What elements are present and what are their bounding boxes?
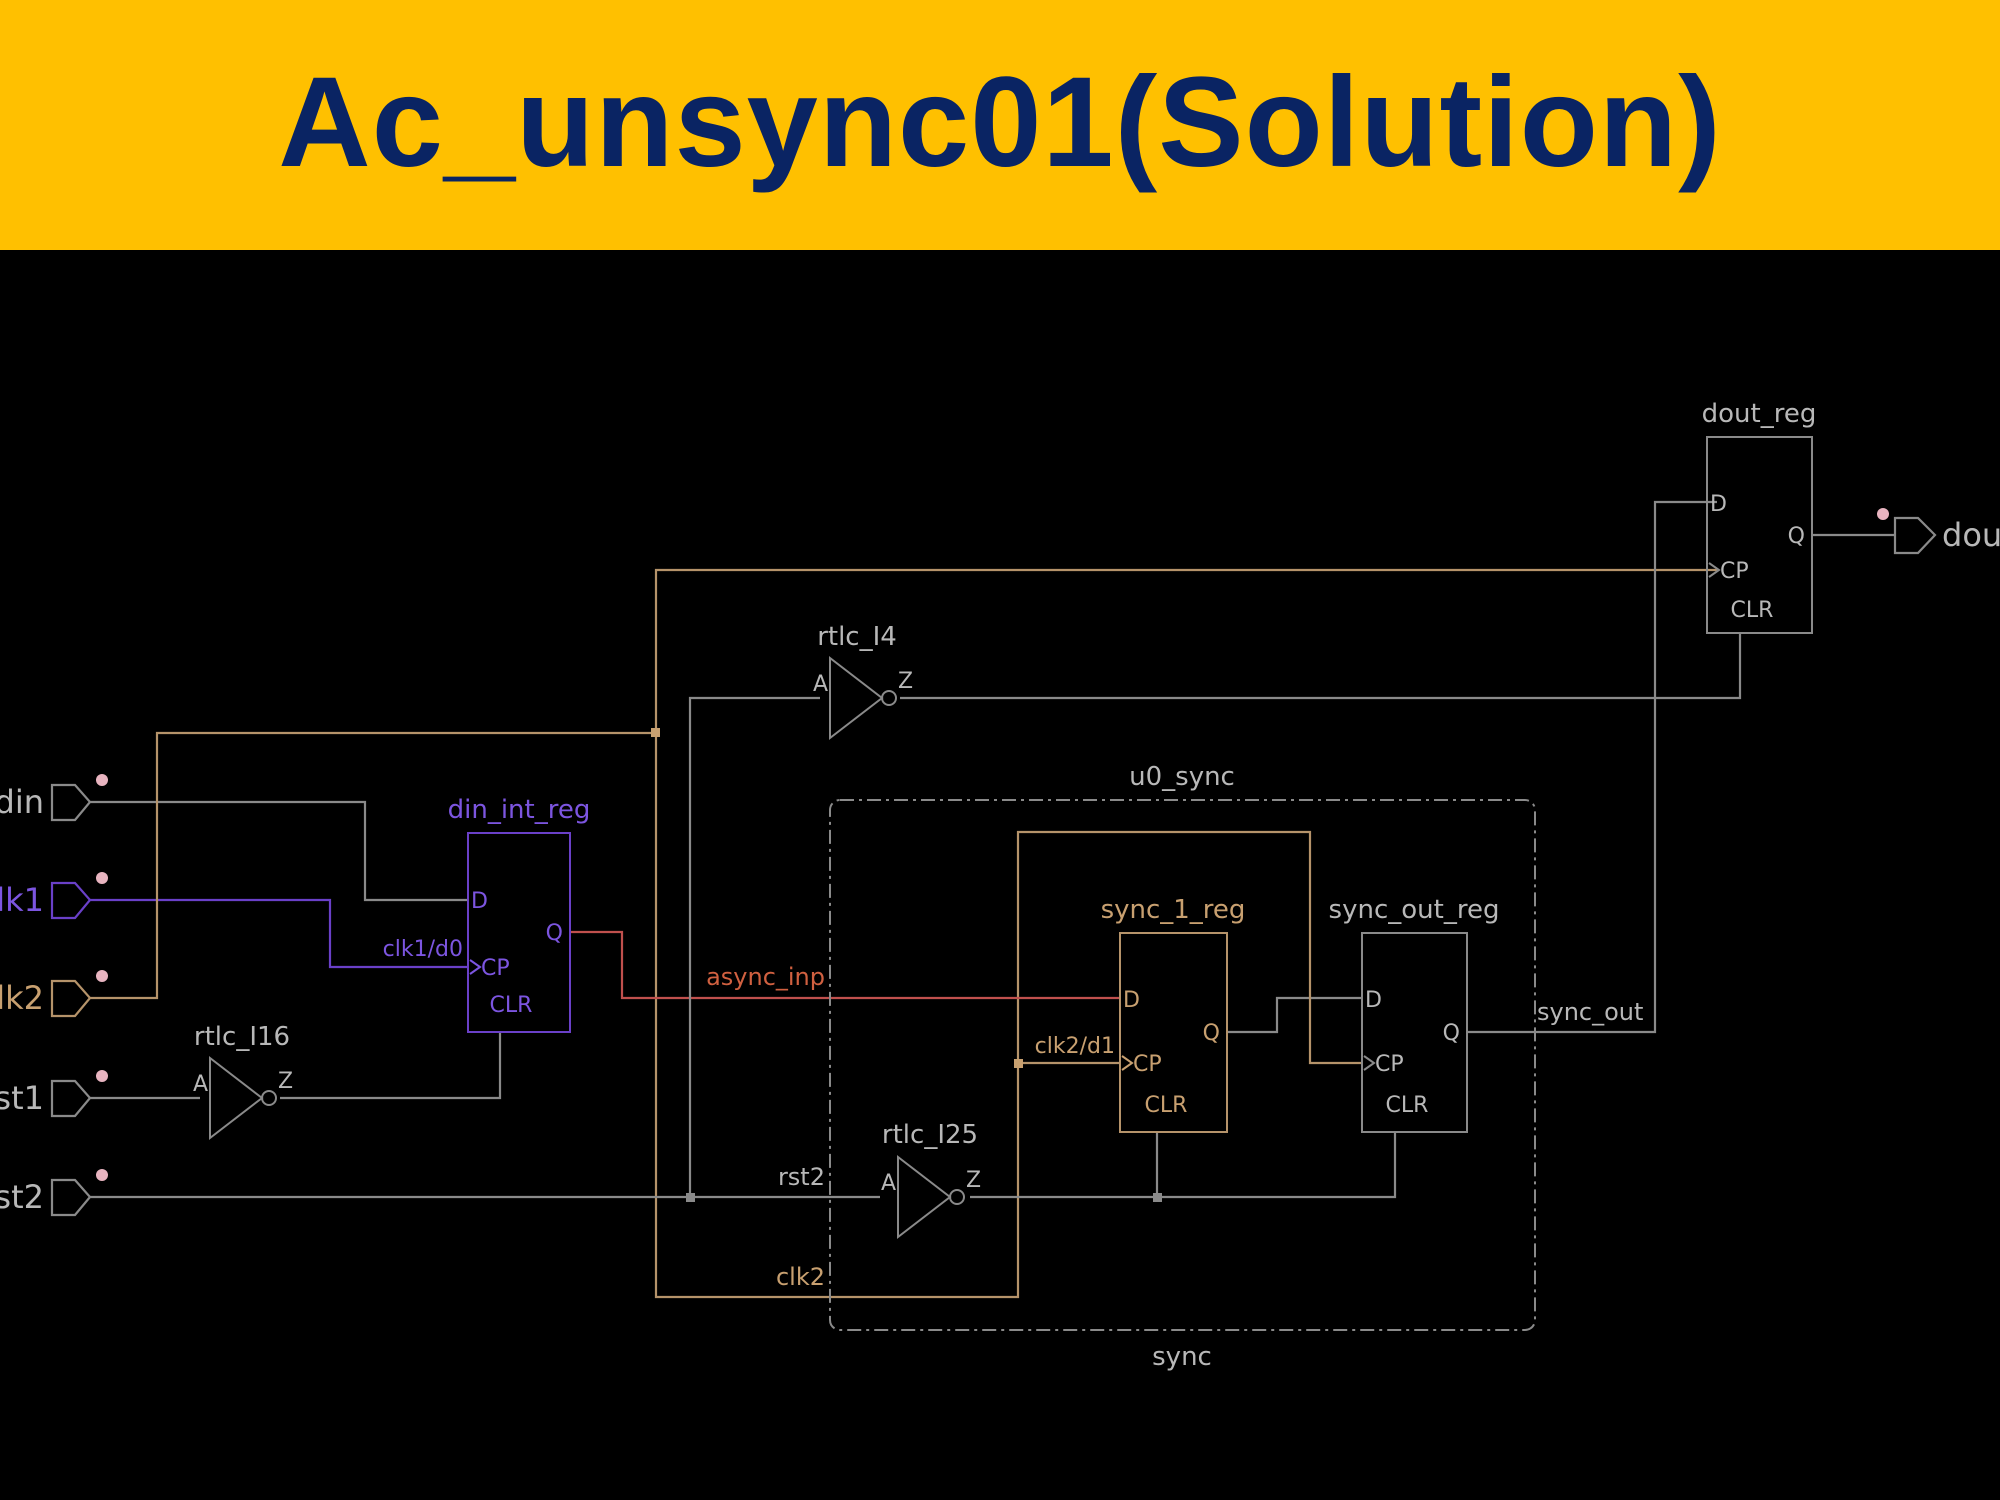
slide-title: Ac_unsync01(Solution) <box>278 50 1722 194</box>
net-rst2: rst2 <box>778 1163 825 1191</box>
port-rst1-symbol[interactable] <box>50 1079 92 1118</box>
wire-din <box>90 800 468 902</box>
port-din-symbol[interactable] <box>50 783 92 822</box>
wire-clk2 <box>90 568 1717 1299</box>
rtlc-i4-label: rtlc_I4 <box>817 622 897 652</box>
u0-sync-block[interactable] <box>829 799 1536 1331</box>
net-clk1-d0: clk1/d0 <box>383 937 463 962</box>
port-dout-label: dout <box>1942 516 2000 554</box>
din-int-reg[interactable] <box>467 832 571 1033</box>
dout-reg[interactable] <box>1706 436 1813 634</box>
rtlc-i4-gate[interactable] <box>829 655 884 741</box>
rtlc-i25-bubble <box>949 1189 965 1205</box>
sync-out-reg-clock-marker <box>1363 1055 1376 1071</box>
din-int-reg-q-pin: Q <box>546 921 563 946</box>
sync-out-reg-d-pin: D <box>1365 988 1382 1013</box>
net-clk2-d1: clk2/d1 <box>1035 1034 1115 1059</box>
sync-out-reg-cp-pin: CP <box>1375 1052 1404 1077</box>
wire-sync-out <box>1467 500 1717 1034</box>
sync-1-reg-d-pin: D <box>1123 988 1140 1013</box>
din-int-reg-label: din_int_reg <box>448 795 591 825</box>
rtlc-i16-label: rtlc_I16 <box>194 1022 290 1052</box>
title-banner: Ac_unsync01(Solution) <box>0 0 2000 250</box>
din-int-reg-d-pin: D <box>471 889 488 914</box>
rtlc-i25-z-pin: Z <box>966 1168 981 1193</box>
dout-reg-d-pin: D <box>1710 492 1727 517</box>
rtlc-i25-gate[interactable] <box>897 1154 952 1240</box>
din-int-reg-cp-pin: CP <box>481 956 510 981</box>
net-clk2: clk2 <box>776 1263 825 1291</box>
sync-out-reg-label: sync_out_reg <box>1329 895 1500 925</box>
wire-rst1 <box>90 1032 502 1100</box>
rtlc-i16-a-pin: A <box>193 1072 208 1097</box>
sync-out-reg-clr-pin: CLR <box>1386 1093 1429 1118</box>
sync-1-reg-label: sync_1_reg <box>1101 895 1246 925</box>
rtlc-i16-z-pin: Z <box>278 1069 293 1094</box>
sync-module-label: sync <box>1152 1342 1212 1372</box>
u0-sync-label: u0_sync <box>1129 762 1235 792</box>
rtlc-i16-bubble <box>261 1090 277 1106</box>
sync-1-reg[interactable] <box>1119 932 1228 1133</box>
port-clk2-label: clk2 <box>0 979 44 1017</box>
wire-sync1-q <box>1227 996 1362 1034</box>
wire-async-inp <box>570 930 1120 1000</box>
net-sync-out: sync_out <box>1537 998 1643 1026</box>
rtlc-i4-a-pin: A <box>813 672 828 697</box>
port-rst2-label: rst2 <box>0 1178 44 1216</box>
dout-reg-cp-pin: CP <box>1720 559 1749 584</box>
rtlc-i25-a-pin: A <box>881 1171 896 1196</box>
dout-reg-clock-marker <box>1708 562 1721 578</box>
rtlc-i4-z-pin: Z <box>898 669 913 694</box>
sync-out-reg[interactable] <box>1361 932 1468 1133</box>
port-din-label: din <box>0 783 44 821</box>
din-int-reg-clr-pin: CLR <box>490 993 533 1018</box>
rtlc-i4-bubble <box>881 690 897 706</box>
port-dout-symbol[interactable] <box>1893 516 1937 555</box>
port-clk1-label: clk1 <box>0 881 44 919</box>
port-flags <box>96 508 1889 1181</box>
dout-reg-q-pin: Q <box>1788 524 1805 549</box>
rtlc-i25-label: rtlc_I25 <box>882 1120 978 1150</box>
port-clk2-symbol[interactable] <box>50 979 92 1018</box>
schematic: u0_sync sync din clk1 clk2 rst1 rst2 dou… <box>0 399 2000 1372</box>
dout-reg-clr-pin: CLR <box>1731 598 1774 623</box>
sync-1-reg-clock-marker <box>1121 1055 1134 1071</box>
sync-out-reg-q-pin: Q <box>1443 1021 1460 1046</box>
port-rst1-label: rst1 <box>0 1079 44 1117</box>
wire-sync-cp <box>1016 830 1362 1065</box>
wire-rst2 <box>90 633 1742 1199</box>
port-clk1-symbol[interactable] <box>50 881 92 920</box>
wire-clk1 <box>90 898 468 969</box>
net-async-inp: async_inp <box>706 963 825 991</box>
sync-1-reg-q-pin: Q <box>1203 1021 1220 1046</box>
sync-1-reg-cp-pin: CP <box>1133 1052 1162 1077</box>
dout-reg-label: dout_reg <box>1702 399 1817 429</box>
port-rst2-symbol[interactable] <box>50 1178 92 1217</box>
din-int-reg-clock-marker <box>469 959 482 975</box>
sync-1-reg-clr-pin: CLR <box>1145 1093 1188 1118</box>
junctions <box>651 728 1162 1202</box>
rtlc-i16-gate[interactable] <box>209 1055 264 1141</box>
